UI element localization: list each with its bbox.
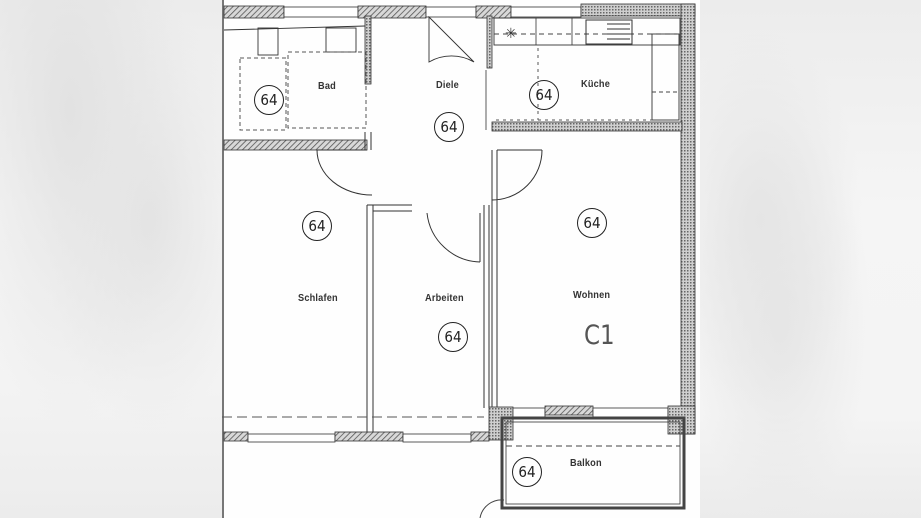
room-label-bad: Bad [318,81,336,92]
room-number-badge-wohnen: 64 [577,208,607,238]
room-number-badge-bad: 64 [254,85,284,115]
floor-plan-drawing: ✳ [222,0,696,518]
room-label-schlafen: Schlafen [298,293,338,304]
blurred-background-right [700,0,921,518]
unit-label: C1 [584,320,615,351]
svg-text:✳: ✳ [505,25,517,41]
floor-plan: ✳ Bad 64 Diele 64 Küche 64 Schlafen 64 A… [222,0,700,518]
room-label-kueche: Küche [581,79,611,90]
room-label-diele: Diele [436,80,459,91]
room-label-balkon: Balkon [570,458,602,469]
room-number-badge-diele: 64 [434,112,464,142]
room-number-badge-schlafen: 64 [302,211,332,241]
room-number-badge-arbeiten: 64 [438,322,468,352]
blurred-background-left [0,0,222,518]
room-number-badge-balkon: 64 [512,457,542,487]
room-label-arbeiten: Arbeiten [425,293,464,304]
room-label-wohnen: Wohnen [573,290,611,301]
room-number-badge-kueche: 64 [529,80,559,110]
